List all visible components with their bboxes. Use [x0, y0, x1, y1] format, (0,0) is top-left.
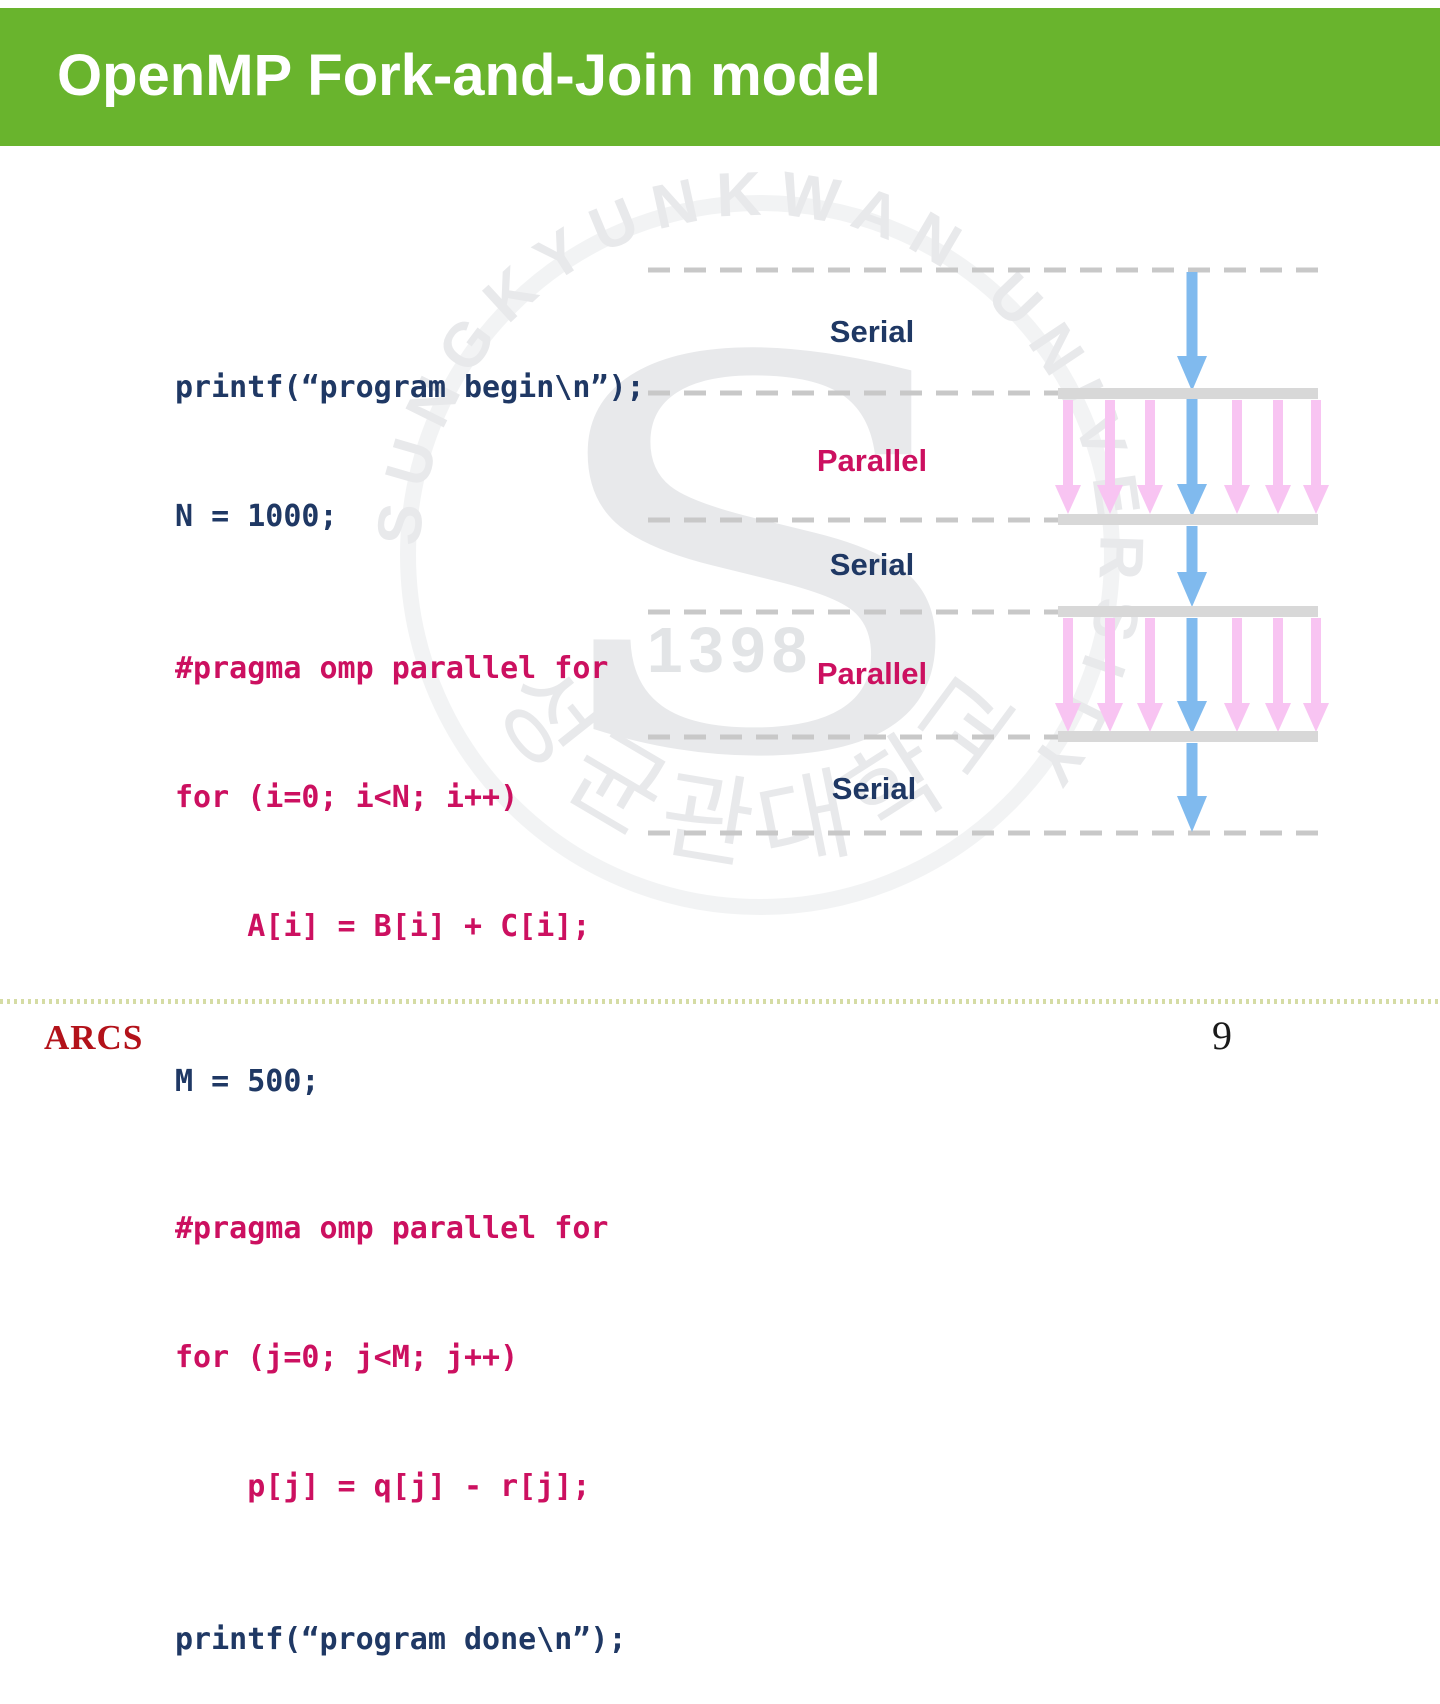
- header-bar: OpenMP Fork-and-Join model: [0, 8, 1440, 146]
- master-thread-arrow: [1177, 399, 1207, 517]
- fork-join-diagram: [648, 267, 1330, 836]
- worker-thread-arrow: [1303, 618, 1329, 732]
- master-thread-arrow: [1177, 272, 1207, 391]
- worker-thread-arrow: [1224, 618, 1250, 732]
- footer-dotted-divider: [0, 999, 1440, 1004]
- seal-ring: [400, 195, 1120, 915]
- code-line: for (j=0; j<M; j++): [175, 1340, 519, 1375]
- watermark-emblem-s: S: [532, 248, 983, 876]
- page-number: 9: [1212, 1013, 1232, 1058]
- fork-bar: [1058, 388, 1318, 399]
- code-line: for (i=0; i<N; i++): [175, 780, 519, 815]
- worker-thread-arrow: [1097, 400, 1123, 514]
- code-line: printf(“program begin\n”);: [175, 370, 645, 405]
- slide-root: { "slide": { "title": "OpenMP Fork-and-J…: [0, 8, 1440, 1657]
- worker-thread-arrow: [1303, 400, 1329, 514]
- code-line: N = 1000;: [175, 499, 338, 534]
- section-label-parallel-2: Parallel: [816, 656, 928, 691]
- join-bar: [1058, 731, 1318, 742]
- code-line: M = 500;: [175, 1064, 320, 1099]
- worker-thread-arrow: [1224, 400, 1250, 514]
- join-bar: [1058, 514, 1318, 525]
- code-line: printf(“program done\n”);: [175, 1622, 627, 1657]
- master-thread-arrow: [1177, 526, 1207, 607]
- section-label-serial-1: Serial: [829, 314, 915, 349]
- section-label-serial-3: Serial: [831, 771, 917, 806]
- footer-logo: ARCS: [44, 1018, 144, 1057]
- worker-thread-arrow: [1137, 618, 1163, 732]
- master-thread-arrow: [1177, 618, 1207, 734]
- code-line: p[j] = q[j] - r[j];: [175, 1469, 591, 1504]
- section-label-parallel-1: Parallel: [816, 443, 928, 478]
- worker-thread-arrow: [1055, 400, 1081, 514]
- worker-thread-arrow: [1265, 618, 1291, 732]
- code-line: #pragma omp parallel for: [175, 1211, 609, 1246]
- worker-thread-arrow: [1137, 400, 1163, 514]
- watermark-year: 1398: [647, 614, 813, 686]
- worker-thread-arrow: [1265, 400, 1291, 514]
- worker-thread-arrow: [1097, 618, 1123, 732]
- code-line: A[i] = B[i] + C[i];: [175, 909, 591, 944]
- fork-bar: [1058, 606, 1318, 617]
- code-block: printf(“program begin\n”); N = 1000; #pr…: [175, 280, 645, 1704]
- section-label-serial-2: Serial: [829, 547, 915, 582]
- code-line: #pragma omp parallel for: [175, 651, 609, 686]
- slide-title: OpenMP Fork-and-Join model: [57, 43, 881, 108]
- worker-thread-arrow: [1055, 618, 1081, 732]
- master-thread-arrow: [1177, 743, 1207, 832]
